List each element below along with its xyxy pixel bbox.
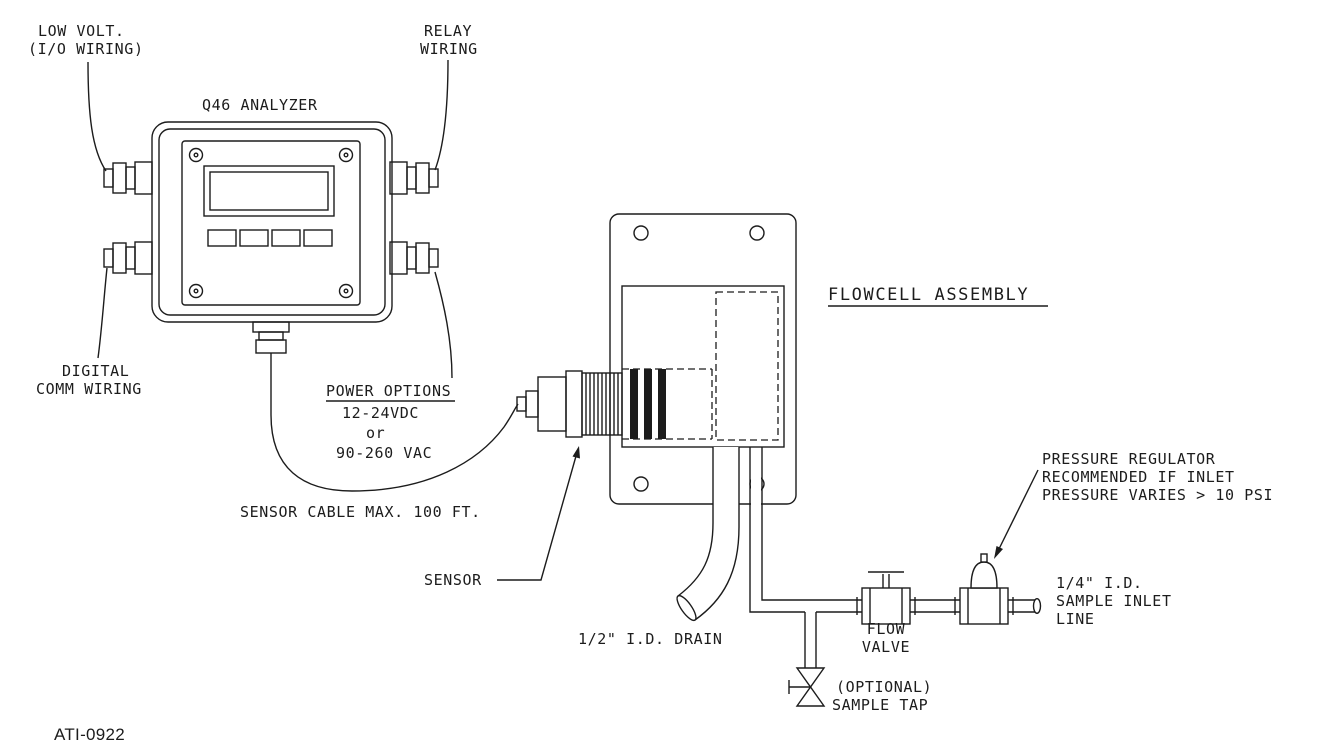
label-drain: 1/2" I.D. DRAIN xyxy=(578,630,722,648)
label-relay-line1: RELAY xyxy=(424,22,472,40)
label-inlet-line3: LINE xyxy=(1056,610,1095,628)
conduit-fitting-left-top xyxy=(103,161,153,195)
faceplate-screw-icons xyxy=(188,147,354,299)
analyzer-enclosure xyxy=(103,121,439,354)
label-power-title: POWER OPTIONS xyxy=(326,382,451,400)
low-volt-wire xyxy=(87,61,107,172)
sensor-cable-line xyxy=(270,353,519,492)
document-id: ATI-0922 xyxy=(54,725,125,744)
analyzer-keypad-buttons xyxy=(207,229,333,247)
power-wire xyxy=(434,271,453,379)
label-pressure-line3: PRESSURE VARIES > 10 PSI xyxy=(1042,486,1273,504)
sample-tap-valve xyxy=(788,612,826,707)
drain-pipe xyxy=(676,447,740,622)
label-inlet-line2: SAMPLE INLET xyxy=(1056,592,1172,610)
label-low-volt-line2: (I/O WIRING) xyxy=(28,40,144,58)
label-power-line3: 90-260 VAC xyxy=(336,444,432,462)
flowcell-assembly xyxy=(609,213,797,505)
pressure-regulator xyxy=(954,553,1014,625)
label-digital-line1: DIGITAL xyxy=(62,362,129,380)
label-low-volt-line1: LOW VOLT. xyxy=(38,22,125,40)
mounting-hole-icons xyxy=(633,225,765,492)
sensor-oring-bands xyxy=(630,369,666,439)
label-sample-tap-line2: SAMPLE TAP xyxy=(832,696,928,714)
pressure-regulator-leader xyxy=(994,469,1039,559)
analyzer-display xyxy=(203,165,335,217)
label-sample-tap-line1: (OPTIONAL) xyxy=(836,678,932,696)
conduit-fitting-left-bottom xyxy=(103,241,153,275)
label-flow-valve-line2: VALVE xyxy=(862,638,910,656)
leader-lines xyxy=(87,59,1039,581)
label-power-line2: or xyxy=(366,424,385,442)
relay-wire xyxy=(434,59,449,171)
pipe-open-end xyxy=(1032,598,1042,615)
sample-inlet-piping xyxy=(749,447,1042,707)
label-pressure-line1: PRESSURE REGULATOR xyxy=(1042,450,1216,468)
sensor-cable-gland-bottom xyxy=(252,321,290,354)
sensor-thread-hatch xyxy=(581,372,623,436)
sensor-leader xyxy=(497,446,580,581)
sensor-hidden-outline xyxy=(622,368,713,440)
label-sensor-cable: SENSOR CABLE MAX. 100 FT. xyxy=(240,503,481,521)
conduit-fitting-right-bottom xyxy=(389,241,439,275)
digital-comm-wire xyxy=(97,267,108,359)
label-relay-line2: WIRING xyxy=(420,40,478,58)
label-inlet-line1: 1/4" I.D. xyxy=(1056,574,1143,592)
flow-valve xyxy=(856,571,916,625)
label-flow-valve-line1: FLOW xyxy=(867,620,906,638)
label-power-line1: 12-24VDC xyxy=(342,404,419,422)
label-flowcell-title: FLOWCELL ASSEMBLY xyxy=(828,285,1029,305)
text-labels: LOW VOLT. (I/O WIRING) RELAY WIRING Q46 … xyxy=(28,22,1273,744)
conduit-fitting-right-top xyxy=(389,161,439,195)
label-sensor: SENSOR xyxy=(424,571,482,589)
label-pressure-line2: RECOMMENDED IF INLET xyxy=(1042,468,1235,486)
label-analyzer-title: Q46 ANALYZER xyxy=(202,96,318,114)
label-digital-line2: COMM WIRING xyxy=(36,380,142,398)
sensor-body xyxy=(516,368,713,440)
